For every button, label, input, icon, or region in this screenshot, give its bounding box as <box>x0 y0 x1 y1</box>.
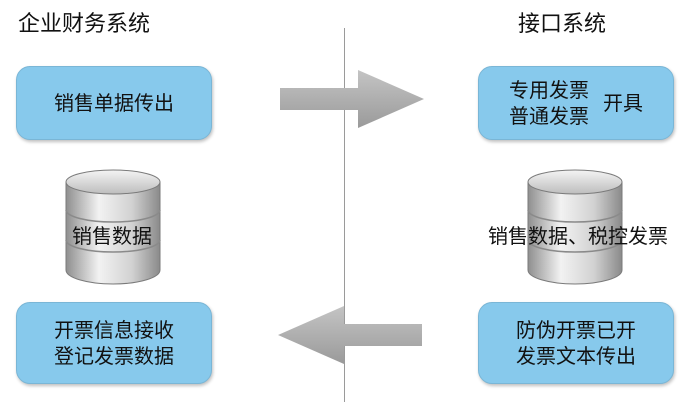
sales-document-export-box: 销售单据传出 <box>16 66 212 140</box>
arrow-right-icon <box>280 70 424 128</box>
anti-counterfeit-line1: 防伪开票已开 <box>516 318 636 342</box>
system-divider-line <box>344 28 345 402</box>
tax-control-database-icon <box>527 169 623 285</box>
anti-counterfeit-line2: 发票文本传出 <box>516 344 636 368</box>
interface-system-title: 接口系统 <box>518 12 607 37</box>
special-invoice-label: 专用发票 <box>509 78 589 102</box>
sales-data-database-icon <box>65 169 161 285</box>
anti-counterfeit-issue-box: 防伪开票已开 发票文本传出 <box>478 302 674 384</box>
enterprise-finance-system-title: 企业财务系统 <box>18 12 151 37</box>
arrow-left-icon <box>278 306 422 364</box>
issue-label: 开具 <box>603 91 643 115</box>
invoice-info-receive-line1: 开票信息接收 <box>54 318 174 342</box>
normal-invoice-label: 普通发票 <box>509 104 589 128</box>
invoice-issue-box: 专用发票 普通发票 开具 <box>478 66 674 140</box>
invoice-info-receive-box: 开票信息接收 登记发票数据 <box>16 302 212 384</box>
sales-tax-data-label: 销售数据、税控发票 <box>488 224 668 248</box>
sales-data-label: 销售数据 <box>72 224 152 248</box>
invoice-types-group: 专用发票 普通发票 <box>509 77 589 129</box>
sales-document-export-label: 销售单据传出 <box>54 91 174 115</box>
invoice-info-receive-line2: 登记发票数据 <box>54 344 174 368</box>
